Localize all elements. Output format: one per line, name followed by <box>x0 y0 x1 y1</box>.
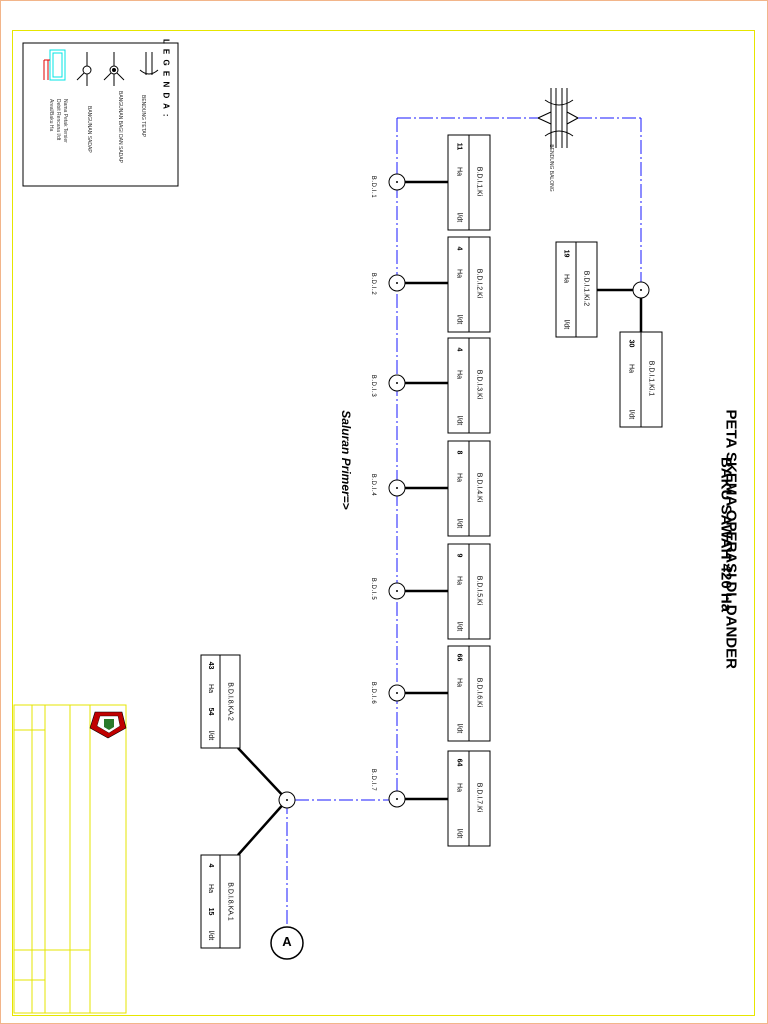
plot-area-1: 11 <box>455 142 463 151</box>
plot-area-ki2: 19 <box>562 249 570 258</box>
plot-unit-flow-ka2: l/dt <box>207 730 214 741</box>
plot-unit-ha-ka2: Ha <box>207 684 214 693</box>
plot-flow-ka2: 54 <box>207 707 214 716</box>
weir-label: BENDUNG BALONG <box>548 144 554 192</box>
plot-flow-ka1: 15 <box>207 907 214 916</box>
legend-title: L E G E N D A : <box>161 38 171 119</box>
plot-unit-ha-3: Ha <box>455 370 463 379</box>
plot-name-ka2: B.D.I.8.KA.2 <box>226 682 234 721</box>
plot-area-ki1: 30 <box>627 339 635 348</box>
plot-unit-flow-6: l/dt <box>455 723 463 734</box>
legend-label-tapping-structure: BANGUNAN SADAP <box>86 106 92 153</box>
node-label-3: B.D.I.3 <box>370 374 376 398</box>
plot-name-4: B.D.I.4.Ki <box>475 472 483 503</box>
node-label-1: B.D.I.1 <box>370 175 376 199</box>
plot-unit-ha-4: Ha <box>455 473 463 482</box>
plot-name-1: B.D.I.1.Ki <box>475 166 483 197</box>
node-label-5: B.D.I.5 <box>370 577 376 601</box>
plot-name-2: B.D.I.2.Ki <box>475 268 483 299</box>
plot-unit-flow-7: l/dt <box>455 828 463 839</box>
end-marker-label: A <box>282 934 292 949</box>
node-dots <box>286 181 642 801</box>
weir-icon <box>139 52 159 75</box>
plot-name-ki1: B.D.I.1.Ki.1 <box>647 360 655 397</box>
plot-area-5: 9 <box>455 553 463 558</box>
plot-area-3: 4 <box>455 347 463 352</box>
title-block <box>13 704 127 1014</box>
page-subtitle: BAKU SAWAH 420 Ha <box>717 456 735 613</box>
plot-name-7: B.D.I.7.Ki <box>475 782 483 813</box>
plot-unit-flow-ki1: l/dt <box>627 409 635 420</box>
plot-name-ka1: B.D.I.8.KA.1 <box>226 882 234 921</box>
legend-label-design-flow: Debit Rencana l/dt <box>55 99 61 141</box>
tapping-structure-icon <box>76 52 92 86</box>
division-tapping-structure-icon <box>103 52 125 86</box>
plot-boxes <box>200 134 663 949</box>
node-label-6: B.D.I.6 <box>370 681 376 705</box>
plot-area-4: 8 <box>455 450 463 455</box>
logo-emblem <box>89 711 127 739</box>
plot-area-6: 66 <box>455 653 463 662</box>
plot-unit-ha-ki1: Ha <box>627 364 635 373</box>
plot-unit-ha-1: Ha <box>455 167 463 176</box>
legend-label-weir: BENDUNG TETAP <box>140 95 146 138</box>
legend-symbols <box>43 49 159 86</box>
plot-unit-flow-1: l/dt <box>455 212 463 223</box>
node-circles <box>278 173 650 809</box>
node-label-7: B.D.I.7 <box>370 768 376 792</box>
plot-unit-flow-4: l/dt <box>455 518 463 529</box>
plot-name-ki2: B.D.I.1.Ki.2 <box>582 270 590 307</box>
plot-unit-flow-5: l/dt <box>455 621 463 632</box>
drawing-frame <box>12 30 755 1016</box>
plot-unit-ha-6: Ha <box>455 678 463 687</box>
plot-area-ka1: 4 <box>207 863 214 868</box>
plot-area-2: 4 <box>455 246 463 251</box>
plot-name-3: B.D.I.3.Ki <box>475 369 483 400</box>
plot-unit-ha-ki2: Ha <box>562 274 570 283</box>
plot-unit-ha-5: Ha <box>455 576 463 585</box>
legend-label-division-structure: BANGUNAN BAGI DAN SADAP <box>117 91 123 163</box>
channel-label: Saluran Primer=> <box>339 410 353 510</box>
legend-label-plot-name: Nama Petak Tersier <box>62 99 68 143</box>
plot-area-7: 64 <box>455 758 463 767</box>
plot-unit-ha-2: Ha <box>455 269 463 278</box>
legend-box <box>22 42 179 187</box>
weir-symbol <box>537 88 579 148</box>
node-label-4: B.D.I.4 <box>370 473 376 497</box>
plot-unit-ha-7: Ha <box>455 783 463 792</box>
plot-box-icon <box>43 49 66 81</box>
plot-unit-ha-ka1: Ha <box>207 884 214 893</box>
plot-unit-flow-ka1: l/dt <box>207 930 214 941</box>
plot-unit-flow-ki2: l/dt <box>562 319 570 330</box>
end-marker-circle <box>270 926 304 960</box>
plot-area-ka2: 43 <box>207 661 214 670</box>
plot-name-6: B.D.I.6.Ki <box>475 677 483 708</box>
plot-name-5: B.D.I.5.Ki <box>475 575 483 606</box>
legend-label-area: Areal/Baku Ha <box>48 99 54 132</box>
plot-unit-flow-3: l/dt <box>455 415 463 426</box>
node-label-2: B.D.I.2 <box>370 272 376 296</box>
plot-unit-flow-2: l/dt <box>455 314 463 325</box>
